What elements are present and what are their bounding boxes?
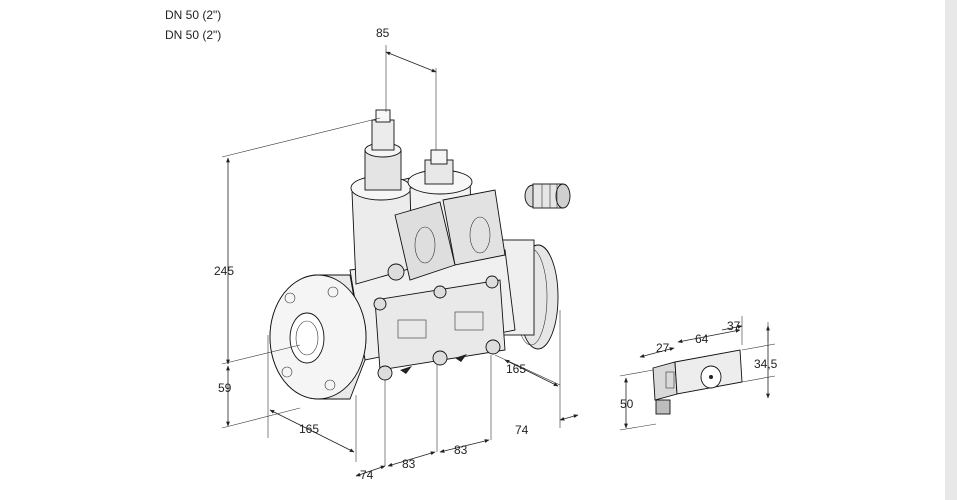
dim-165-left: 165	[299, 422, 319, 436]
dim-245: 245	[214, 264, 234, 278]
dim-74-right: 74	[515, 423, 529, 437]
header-line-2: DN 50 (2")	[165, 28, 221, 42]
right-connector-housing	[442, 189, 506, 266]
main-dimension-lines: 85 245 59 165 74 83	[214, 26, 579, 482]
header-line-1: DN 50 (2")	[165, 8, 221, 22]
connector-detail: 27 64 37 34,5 50	[619, 316, 778, 431]
dim-34-5: 34,5	[754, 357, 778, 371]
flange-bore	[289, 312, 325, 364]
dim-50: 50	[620, 397, 634, 411]
dim-59: 59	[218, 381, 232, 395]
dim-64: 64	[695, 332, 709, 346]
dim-165-right: 165	[506, 362, 526, 376]
right-edge-strip	[945, 0, 957, 500]
valve-modules	[374, 279, 506, 371]
right-stem	[430, 149, 448, 165]
connector-gland	[655, 399, 671, 415]
left-stem	[371, 119, 395, 151]
connector-plug	[652, 361, 678, 401]
cable-gland	[524, 183, 571, 209]
dim-83-b: 83	[454, 443, 468, 457]
dim-27: 27	[656, 341, 670, 355]
dim-37: 37	[727, 319, 741, 333]
dim-85: 85	[376, 26, 390, 40]
valve-assembly	[269, 109, 559, 400]
dim-74-bottom: 74	[360, 468, 374, 482]
dim-83-a: 83	[402, 457, 416, 471]
